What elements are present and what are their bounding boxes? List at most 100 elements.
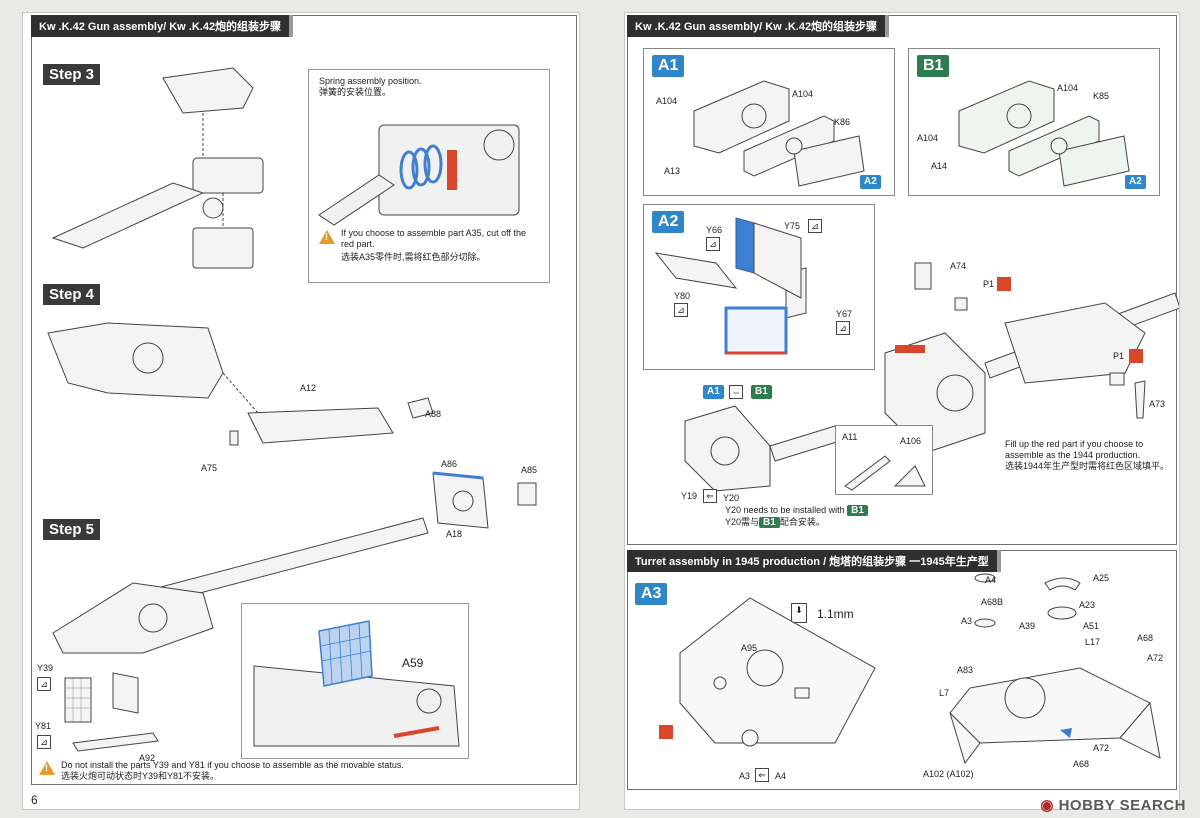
turret-label-a3: A3 (739, 771, 751, 781)
spring-note-title-cn: 弹簧的安装位置。 (319, 87, 392, 97)
b1-box: B1 A104 K85 A104 A14 A2 (908, 48, 1160, 196)
turret-label-l17: L17 (1085, 637, 1101, 647)
b1-label-2: K85 (1093, 91, 1110, 101)
a59-detail-box: A59 (241, 603, 469, 759)
warning-icon: ! (39, 761, 55, 775)
step-4-rear-plate-drawing (432, 471, 537, 529)
a2-label-a73: A73 (1149, 399, 1166, 409)
step-4-drawing (47, 322, 434, 446)
y20-note-en: Y20 needs to be installed with B1 (725, 504, 868, 518)
gun-mantlet-drawing (884, 262, 1179, 454)
cut-icon: ⊿ (706, 237, 720, 251)
b1-label-4: A14 (931, 161, 948, 171)
part-label-y81: Y81 (35, 721, 52, 731)
a1-label-2: A104 (792, 89, 814, 99)
b1-label-1: A104 (1057, 83, 1079, 93)
turret-label-a51: A51 (1083, 621, 1100, 631)
watermark-word: SEARCH (1119, 797, 1186, 814)
y20-note-badge: B1 (847, 505, 868, 516)
turret-roof-drawing (679, 597, 876, 747)
photo-etch-icon (659, 725, 673, 739)
a2-label-y66: Y66 (706, 225, 723, 235)
a3-badge: A3 (635, 583, 668, 605)
glue-arrow-icon: ⇐ (755, 768, 769, 782)
step-5-shield-drawing (64, 672, 159, 752)
a2-label-a11: A11 (842, 432, 858, 442)
photo-etch-icon (997, 277, 1011, 291)
part-label-a85: A85 (521, 465, 538, 475)
b1-drawing (958, 80, 1130, 187)
a11-detail-box: A11 A106 (835, 425, 933, 495)
turret-label-a68: A68 (1137, 633, 1154, 643)
photo-etch-icon (1129, 349, 1143, 363)
step-5-drawing (52, 517, 429, 654)
left-page-header: Kw .K.42 Gun assembly/ Kw .K.42炮的组装步骤 (31, 15, 294, 37)
part-label-a75: A75 (201, 463, 218, 473)
cut-icon: ⊿ (836, 321, 850, 335)
turret-label-a72-bottom: A72 (1093, 743, 1110, 753)
part-label-a18: A18 (446, 529, 463, 539)
a11-detail-drawing (844, 455, 926, 491)
right-page: Kw .K.42 Gun assembly/ Kw .K.42炮的组装步骤 A1… (624, 12, 1180, 810)
bottom-warning-cn: 选装火炮可动状态时Y39和Y81不安装。 (61, 771, 220, 781)
turret-label-a72: A72 (1147, 653, 1164, 663)
left-frame (31, 15, 577, 785)
warning-icon: ! (319, 230, 335, 244)
turret-label-a83: A83 (957, 665, 974, 675)
pair-badge-b1: B1 (751, 385, 772, 399)
turret-label-a68-bottom: A68 (1073, 759, 1090, 769)
step-5-label: Step 5 (43, 519, 101, 540)
right-page-header: Kw .K.42 Gun assembly/ Kw .K.42炮的组装步骤 (627, 15, 890, 37)
turret-label-a25: A25 (1093, 573, 1110, 583)
turret-label-a4-top: A4 (985, 575, 997, 585)
hobby-search-watermark: ◉ HOBBY SEARCH (1040, 796, 1186, 814)
right-gun-frame (627, 15, 1177, 545)
swap-icon: ⇔ (729, 385, 743, 399)
turret-label-a23: A23 (1079, 600, 1096, 610)
a2-label-y19: Y19 (681, 491, 698, 501)
step-4-label: Step 4 (43, 284, 101, 305)
cut-icon: ⊿ (808, 219, 822, 233)
turret-label-a68b: A68B (981, 597, 1004, 607)
cut-icon: ⊿ (37, 677, 51, 691)
turret-label-a39: A39 (1019, 621, 1036, 631)
spring-detail-box: Spring assembly position. 弹簧的安装位置。 ! If … (308, 69, 550, 283)
cut-icon: ⊿ (674, 303, 688, 317)
turret-label-a102: A102 (A102) (923, 769, 974, 779)
a2-label-p1-top: P1 (983, 279, 995, 289)
fill-note-en: Fill up the red part if you choose to as… (1005, 439, 1144, 460)
a1-label-3: K86 (834, 117, 851, 127)
a1-label-1: A104 (656, 96, 678, 106)
step-3-drawing (51, 67, 264, 269)
a59-detail-drawing (253, 620, 460, 747)
y20-note-en-text: Y20 needs to be installed with (725, 505, 845, 515)
turret-header: Turret assembly in 1945 production / 炮塔的… (627, 550, 1001, 572)
a1-drawing (693, 80, 865, 187)
y20-note-cn-badge: B1 (759, 517, 780, 528)
y20-note-cn-prefix: Y20需与 (725, 517, 760, 527)
a1-label-4: A13 (664, 166, 681, 176)
a1-output-badge: A2 (860, 175, 881, 189)
pair-badge-a1: A1 (703, 385, 724, 399)
part-label-a86: A86 (441, 459, 458, 469)
spring-warn-en: If you choose to assemble part A35, cut … (341, 228, 526, 249)
a1-box: A1 A104 A104 K86 A13 A2 (643, 48, 895, 196)
a2-label-y75: Y75 (784, 221, 801, 231)
part-label-a88: A88 (425, 409, 442, 419)
a2-sub-drawing (654, 217, 807, 355)
b1-output-badge: A2 (1125, 175, 1146, 189)
part-label-a92: A92 (139, 753, 156, 763)
a2-label-p1-right: P1 (1113, 351, 1125, 361)
page-number: 6 (31, 793, 38, 807)
turret-label-a4: A4 (775, 771, 787, 781)
turret-exploded-drawing (949, 573, 1161, 765)
bottom-warning-en: Do not install the parts Y39 and Y81 if … (61, 760, 404, 770)
spring-warn-cn: 选装A35零件时,需将红色部分切除。 (341, 252, 486, 262)
a2-label-y67: Y67 (836, 309, 853, 319)
a2-label-y20: Y20 (723, 493, 740, 503)
part-label-a59: A59 (402, 656, 424, 670)
b1-badge: B1 (917, 55, 950, 77)
watermark-logo-icon: ◉ (1040, 797, 1054, 814)
drill-size: 1.1mm (817, 607, 854, 621)
